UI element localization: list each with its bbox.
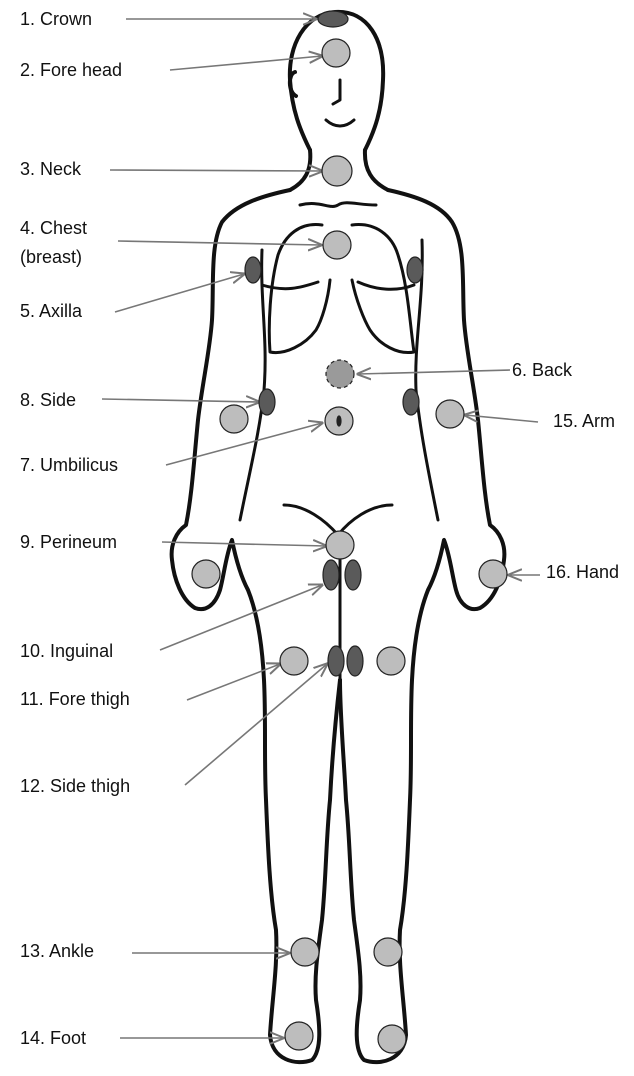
label-arm: 15. Arm — [553, 410, 615, 432]
leader-neck — [110, 170, 322, 171]
label-perineum: 9. Perineum — [20, 531, 117, 553]
label-ankle: 13. Ankle — [20, 940, 94, 962]
marker-axilla-left — [245, 257, 261, 283]
label-foot: 14. Foot — [20, 1027, 86, 1049]
marker-crown — [318, 11, 348, 27]
chest-line-left — [262, 282, 318, 289]
marker-side-left — [259, 389, 275, 415]
leader-side-thigh — [185, 664, 327, 785]
marker-axilla-right — [407, 257, 423, 283]
leader-side — [102, 399, 259, 402]
label-back: 6. Back — [512, 359, 572, 381]
marker-hand-left — [192, 560, 220, 588]
marker-inguinal-right — [345, 560, 361, 590]
marker-fore-thigh-right — [377, 647, 405, 675]
marker-back — [326, 360, 354, 388]
leader-perineum — [162, 542, 326, 546]
markers — [192, 11, 507, 1053]
leader-chest — [118, 241, 321, 245]
label-neck: 3. Neck — [20, 158, 81, 180]
clavicle — [300, 203, 376, 207]
label-forehead: 2. Fore head — [20, 59, 122, 81]
marker-ankle-left — [291, 938, 319, 966]
label-hand: 16. Hand — [546, 561, 619, 583]
marker-foot-right — [378, 1025, 406, 1053]
marker-neck — [322, 156, 352, 186]
label-inguinal: 10. Inguinal — [20, 640, 113, 662]
label-chest-sub: (breast) — [20, 246, 82, 268]
leader-forehead — [170, 56, 322, 70]
leader-back — [358, 370, 510, 374]
marker-ankle-right — [374, 938, 402, 966]
marker-perineum — [326, 531, 354, 559]
nose — [333, 80, 340, 104]
label-umbilicus: 7. Umbilicus — [20, 454, 118, 476]
label-fore-thigh: 11. Fore thigh — [20, 688, 130, 710]
leader-lines — [102, 19, 540, 1038]
marker-side-thigh-left — [328, 646, 344, 676]
label-chest: 4. Chest — [20, 217, 87, 239]
marker-foot-left — [285, 1022, 313, 1050]
groin-line — [284, 505, 392, 535]
marker-arm-right — [436, 400, 464, 428]
label-side: 8. Side — [20, 389, 76, 411]
marker-forehead — [322, 39, 350, 67]
ear-left — [290, 72, 296, 96]
neck-line-left — [290, 150, 310, 190]
label-side-thigh: 12. Side thigh — [20, 775, 130, 797]
label-axilla: 5. Axilla — [20, 300, 82, 322]
marker-hand-right — [479, 560, 507, 588]
marker-side-right — [403, 389, 419, 415]
marker-arm-left — [220, 405, 248, 433]
marker-side-thigh-right — [347, 646, 363, 676]
label-crown: 1. Crown — [20, 8, 92, 30]
left-side-outline — [172, 190, 340, 1062]
head-outline — [290, 12, 383, 150]
leader-axilla — [115, 274, 244, 312]
marker-inguinal-left — [323, 560, 339, 590]
neck-line-right — [365, 150, 388, 190]
marker-umbilicus-dot — [337, 416, 341, 426]
marker-chest — [323, 231, 351, 259]
inner-arm-left — [240, 250, 265, 520]
marker-fore-thigh-left — [280, 647, 308, 675]
mouth — [326, 120, 354, 126]
